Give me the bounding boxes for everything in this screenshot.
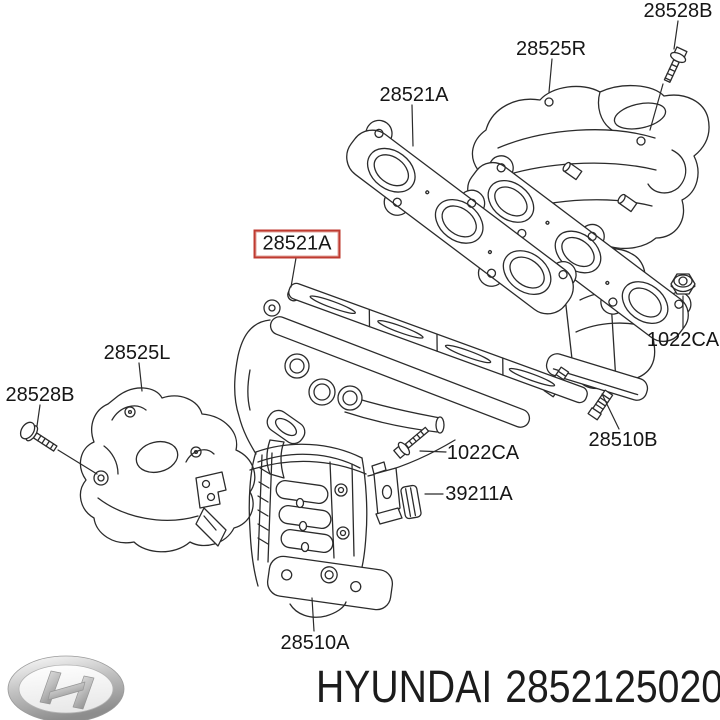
part-label-28510b: 28510B: [588, 429, 658, 451]
part-label-28521a-highlighted: 28521A: [253, 229, 341, 259]
part-label-1022ca-right: 1022CA: [646, 329, 720, 351]
gasket-flat-drawing: [346, 119, 577, 315]
bracket-drawing: [371, 461, 422, 525]
gasket-selected-drawing: [287, 282, 588, 404]
heat-shield-left-drawing: [79, 387, 256, 553]
gasket-right-drawing: [467, 155, 692, 343]
part-label-39211a: 39211A: [445, 483, 513, 505]
part-label-1022ca-center: 1022CA: [446, 442, 520, 464]
part-label-28525l: 28525L: [103, 342, 171, 364]
mounting-boss-icon: [617, 193, 638, 213]
part-label-28521a: 28521A: [379, 84, 449, 106]
flange-nut-right-drawing: [670, 273, 696, 295]
hyundai-logo: [7, 655, 125, 720]
bolt-top-right-drawing: [663, 46, 688, 83]
mounting-boss-icon: [562, 161, 583, 181]
manifold-catalytic-center-drawing: [234, 299, 531, 618]
leader-lines: [36, 20, 684, 632]
part-label-28528b-left: 28528B: [5, 384, 75, 406]
part-label-28525r: 28525R: [515, 38, 587, 60]
bolt-left-drawing: [19, 421, 58, 452]
stud-icon: [587, 389, 614, 421]
part-label-28510a: 28510A: [280, 632, 350, 654]
brand-text: HYUNDAI: [316, 661, 493, 712]
part-label-28528b-top: 28528B: [643, 0, 713, 22]
bolt-center-drawing: [393, 426, 430, 459]
part-number-text: 2852125020: [505, 661, 720, 712]
